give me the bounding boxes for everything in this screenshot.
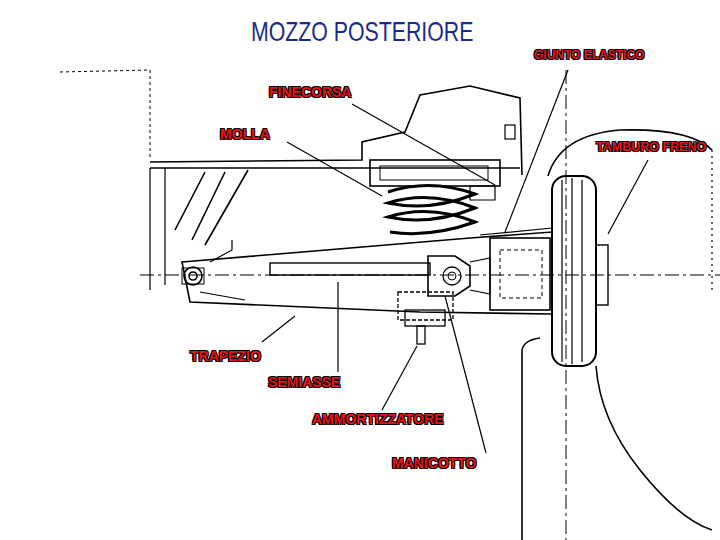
pivot-bolt xyxy=(182,268,204,284)
leader-line xyxy=(505,70,568,232)
part-label: MANICOTTO xyxy=(392,455,477,471)
part-label: FINECORSA xyxy=(269,84,351,100)
part-label: TAMBURO FRENO xyxy=(596,140,706,154)
elastic-joint xyxy=(470,258,490,294)
shock-bolt xyxy=(417,326,425,344)
pivot-bolt xyxy=(189,272,197,280)
part-label: GIUNTO ELASTICO xyxy=(534,48,644,62)
elastic-joint xyxy=(443,267,461,285)
center-line xyxy=(566,70,567,540)
tyre xyxy=(711,150,712,290)
bearing xyxy=(500,250,542,298)
drum-hub xyxy=(596,245,608,305)
chassis xyxy=(150,168,165,290)
elastic-joint xyxy=(448,272,456,280)
drum-ribs xyxy=(562,178,582,364)
pivot-bolt xyxy=(184,267,202,285)
leader-line xyxy=(337,282,338,372)
part-label: MOLLA xyxy=(220,126,270,142)
hub-housing xyxy=(480,228,552,235)
bolt xyxy=(505,125,515,139)
trailing-arm xyxy=(182,232,552,314)
shock-absorber xyxy=(405,310,445,326)
brake-drum xyxy=(552,176,596,366)
part-label: AMMORTIZZATORE xyxy=(312,411,444,427)
spring-seat xyxy=(380,166,488,180)
leader-lines xyxy=(262,70,648,453)
leader-line xyxy=(352,104,495,185)
sleeve xyxy=(428,256,470,296)
tyre xyxy=(596,366,712,530)
leader-line xyxy=(445,296,486,453)
part-label: SEMIASSE xyxy=(268,374,340,390)
diagram-title: MOZZO POSTERIORE xyxy=(251,16,473,48)
tyre xyxy=(522,338,540,540)
chassis-brace xyxy=(175,170,248,245)
leader-line xyxy=(287,142,382,196)
half-shaft xyxy=(270,263,430,275)
part-label: TRAPEZIO xyxy=(190,348,261,364)
spring-seat xyxy=(370,160,500,186)
chassis xyxy=(60,70,150,160)
leader-line xyxy=(382,346,417,410)
hub-housing xyxy=(490,238,550,310)
tyre xyxy=(548,130,712,176)
leader-line xyxy=(262,316,295,342)
trailing-arm xyxy=(200,240,245,300)
leader-line xyxy=(608,160,648,234)
coil-spring xyxy=(388,185,475,233)
